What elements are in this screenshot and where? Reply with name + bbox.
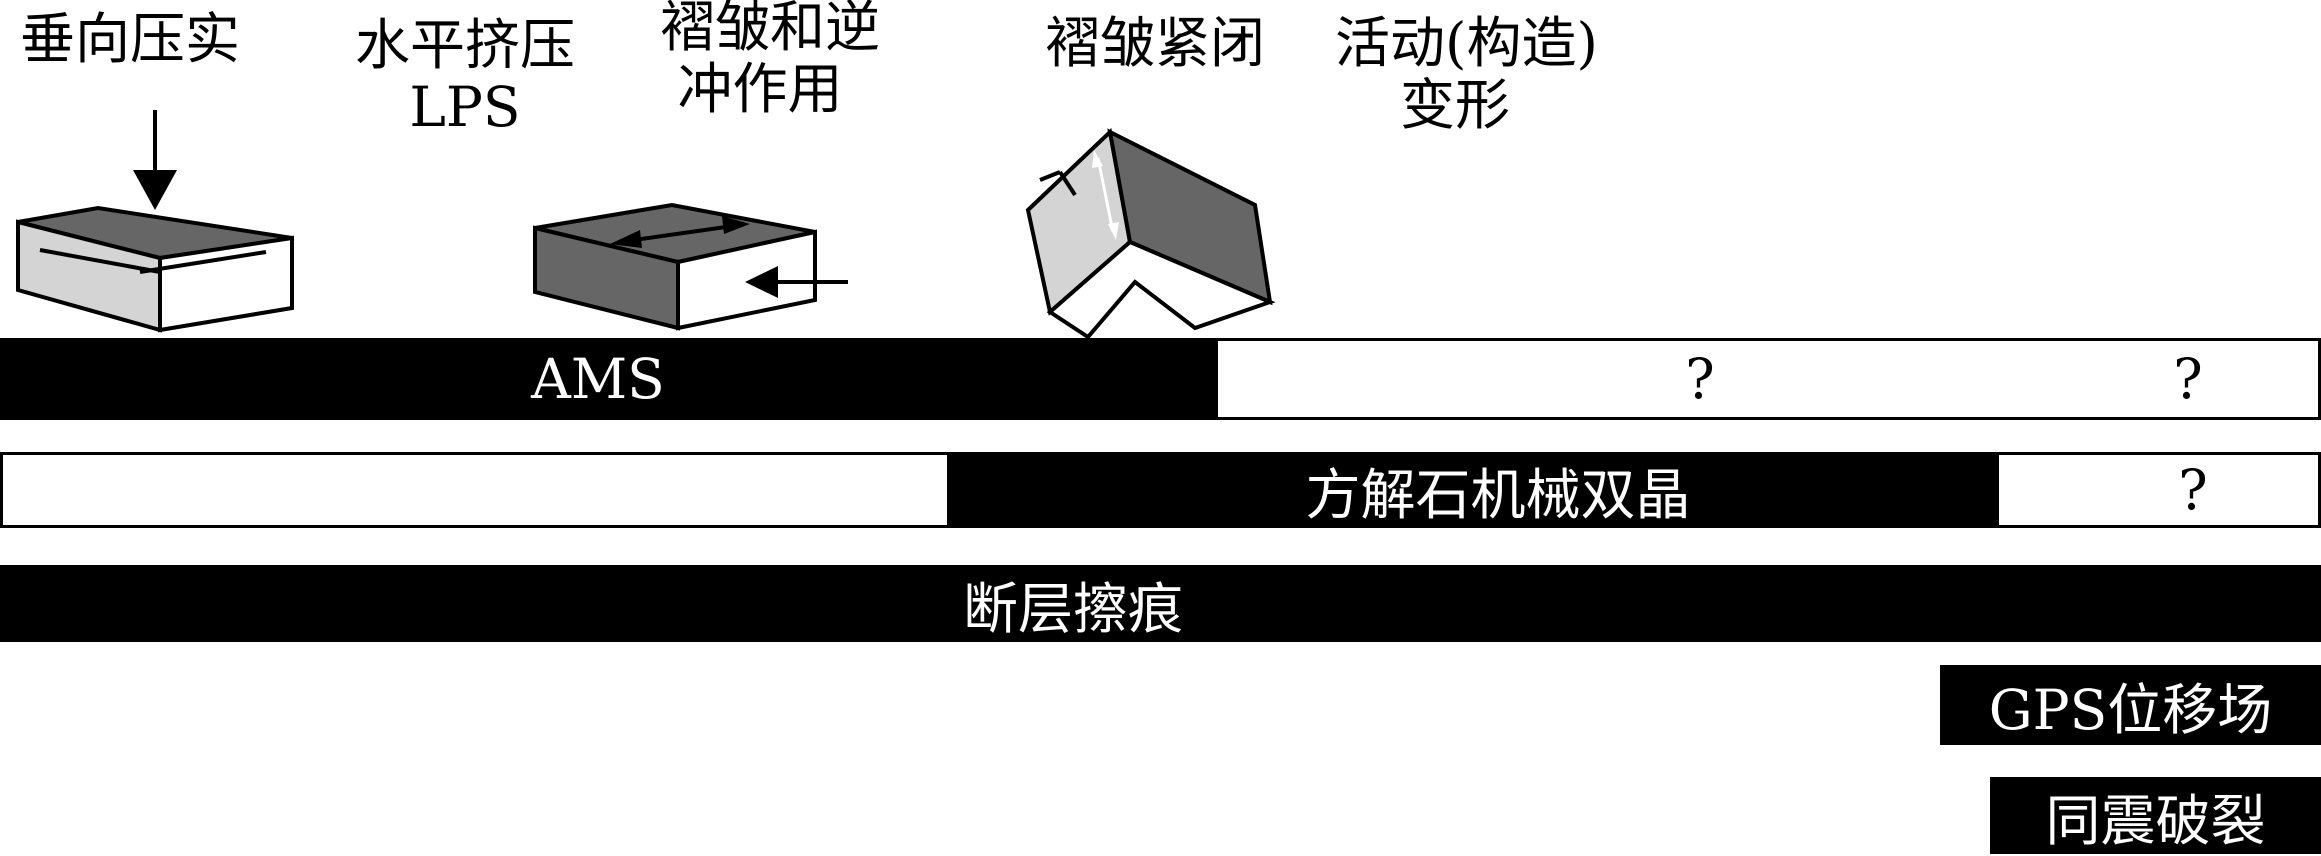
ams-bar: AMS ? ? [0, 338, 2321, 420]
stage-label-line: 变形 [1399, 73, 1510, 137]
stage-label-line: 水平挤压 [354, 13, 575, 77]
gps-displacement-box: GPS位移场 [1940, 665, 2321, 745]
calcite-uncertain-mark: ? [2178, 458, 2208, 522]
stage-label-line: 褶皱和逆 [660, 0, 881, 59]
stage-label-folding-thrusting: 褶皱和逆 冲作用 [660, 0, 881, 121]
compaction-block-icon [16, 110, 294, 333]
ams-uncertain-mark-2: ? [2173, 347, 2203, 411]
gps-displacement-label: GPS位移场 [1988, 678, 2273, 742]
stage-label-line: 活动(构造) [1335, 11, 1598, 75]
stage-label-line: 褶皱紧闭 [1044, 11, 1265, 75]
stage-label-lps: 水平挤压 LPS [350, 14, 580, 138]
calcite-twin-bar: 方解石机械双晶 ? [0, 452, 2321, 528]
stage-label-line: LPS [409, 75, 521, 139]
stage-label-active-deformation: 活动(构造) 变形 [1335, 11, 1598, 137]
calcite-twin-label: 方解石机械双晶 [1305, 463, 1691, 527]
slickenside-label: 断层擦痕 [962, 576, 1184, 641]
stage-label-line: 冲作用 [677, 57, 843, 121]
calcite-bar-empty-segment-right [1999, 455, 2318, 525]
coseismic-rupture-box: 同震破裂 [1990, 777, 2321, 854]
calcite-bar-filled-segment [947, 455, 1999, 525]
calcite-bar-empty-segment [3, 455, 947, 525]
fold-block-icon [1025, 127, 1276, 340]
ams-bar-empty-segment [1218, 341, 2318, 417]
lps-block-icon [533, 202, 848, 331]
ams-bar-filled-segment [3, 341, 1218, 417]
stage-label-fold-tightening: 褶皱紧闭 [1035, 12, 1275, 74]
coseismic-rupture-label: 同震破裂 [2045, 788, 2266, 853]
slickenside-bar: 断层擦痕 [0, 565, 2321, 642]
ams-label: AMS [531, 347, 665, 411]
ams-uncertain-mark-1: ? [1685, 347, 1715, 411]
